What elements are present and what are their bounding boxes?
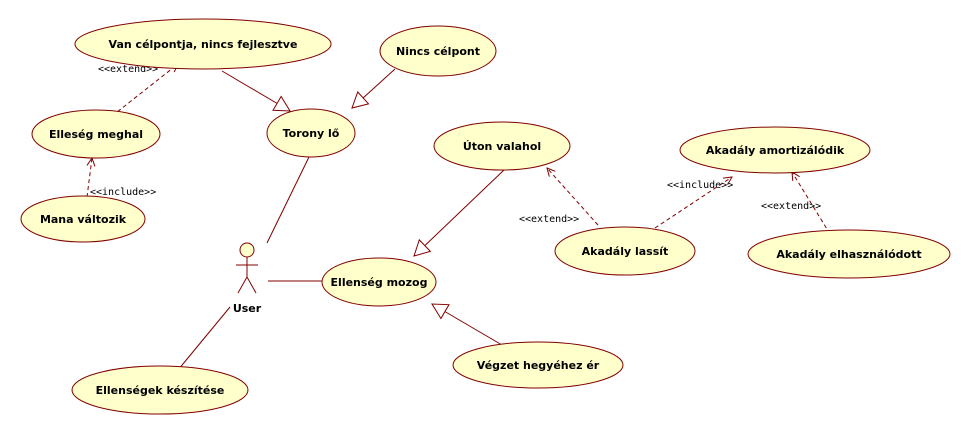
usecase-nincs-celpont[interactable]: Nincs célpont <box>379 25 497 77</box>
usecase-akadaly-lassit[interactable]: Akadály lassít <box>554 226 696 276</box>
usecase-elleseg-meghal[interactable]: Elleség meghal <box>31 109 161 159</box>
actor-label: User <box>233 302 262 315</box>
usecase-mana-valtozik[interactable]: Mana változik <box>20 195 146 243</box>
stereotype-extend-1: <<extend>> <box>98 64 158 75</box>
usecase-vegzet-hegyehez[interactable]: Végzet hegyéhez ér <box>452 341 624 389</box>
usecase-label: Akadály lassít <box>582 245 669 258</box>
usecase-uton-valahol[interactable]: Úton valahol <box>433 121 571 171</box>
gen-van-torony <box>221 70 291 112</box>
usecase-label: Van célpontja, nincs fejlesztve <box>109 38 298 51</box>
usecase-label: Torony lő <box>283 127 340 140</box>
usecase-label: Nincs célpont <box>396 45 480 58</box>
actor-figure-icon <box>236 242 258 294</box>
dep-lassit-amort <box>654 177 732 229</box>
dep-meghal-van <box>111 64 178 117</box>
stereotype-include-1: <<include>> <box>90 187 156 198</box>
gen-nincs-torony <box>351 68 396 109</box>
stereotype-extend-3: <<extend>> <box>761 201 821 212</box>
usecase-label: Ellenség mozog <box>331 276 428 289</box>
usecase-torony-lo[interactable]: Torony lő <box>266 108 356 158</box>
stereotype-include-2: <<include>> <box>667 180 733 191</box>
assoc-user-torony <box>266 156 310 244</box>
usecase-label: Mana változik <box>40 213 127 226</box>
usecase-elleseg-mozog[interactable]: Ellenség mozog <box>321 257 437 307</box>
assoc-user-keszitese <box>177 306 231 371</box>
gen-vegzet-mozog <box>431 303 503 346</box>
usecase-akadaly-elhasznalodott[interactable]: Akadály elhasználódott <box>747 229 951 279</box>
actor-user[interactable]: User <box>233 242 262 315</box>
usecase-van-celpontja[interactable]: Van célpontja, nincs fejlesztve <box>74 18 332 70</box>
usecase-label: Akadály amortizálódik <box>706 144 845 157</box>
gen-uton-mozog <box>413 168 506 257</box>
usecase-label: Végzet hegyéhez ér <box>477 359 600 372</box>
usecase-ellensegek-keszitese[interactable]: Ellenségek készítése <box>71 365 249 415</box>
usecase-label: Akadály elhasználódott <box>776 248 921 261</box>
usecase-label: Elleség meghal <box>49 128 143 141</box>
usecase-akadaly-amortizalodik[interactable]: Akadály amortizálódik <box>679 126 871 174</box>
usecase-label: Ellenségek készítése <box>96 384 225 397</box>
usecase-label: Úton valahol <box>463 140 541 153</box>
dep-lassit-uton <box>547 168 599 226</box>
stereotype-extend-2: <<extend>> <box>519 214 579 225</box>
dep-elhaszn-amort <box>792 172 831 235</box>
